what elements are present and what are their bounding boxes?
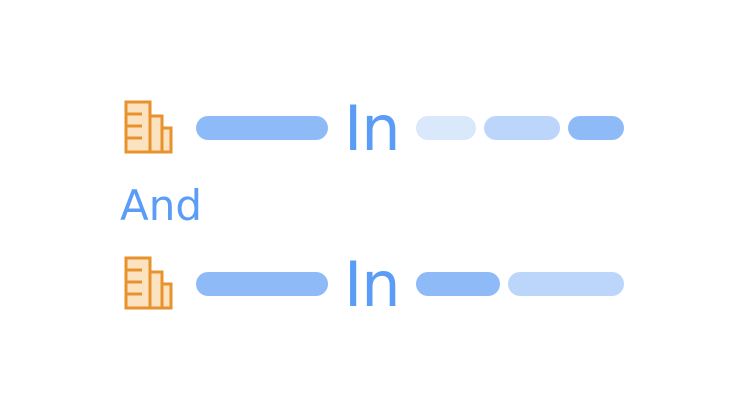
condition-row-2: In (0, 248, 744, 321)
value-pill-2[interactable] (484, 116, 560, 140)
operator-in-label: In (344, 92, 401, 165)
value-pill-2[interactable] (508, 272, 624, 296)
value-pill-1[interactable] (416, 116, 476, 140)
value-pill-1[interactable] (416, 272, 500, 296)
building-icon (124, 100, 173, 154)
field-placeholder-pill[interactable] (196, 116, 328, 140)
operator-in-label: In (344, 248, 401, 321)
building-icon (124, 256, 173, 310)
and-joiner-label: And (120, 181, 203, 230)
value-pill-3[interactable] (568, 116, 624, 140)
condition-row-1: In (0, 92, 744, 165)
field-placeholder-pill[interactable] (196, 272, 328, 296)
